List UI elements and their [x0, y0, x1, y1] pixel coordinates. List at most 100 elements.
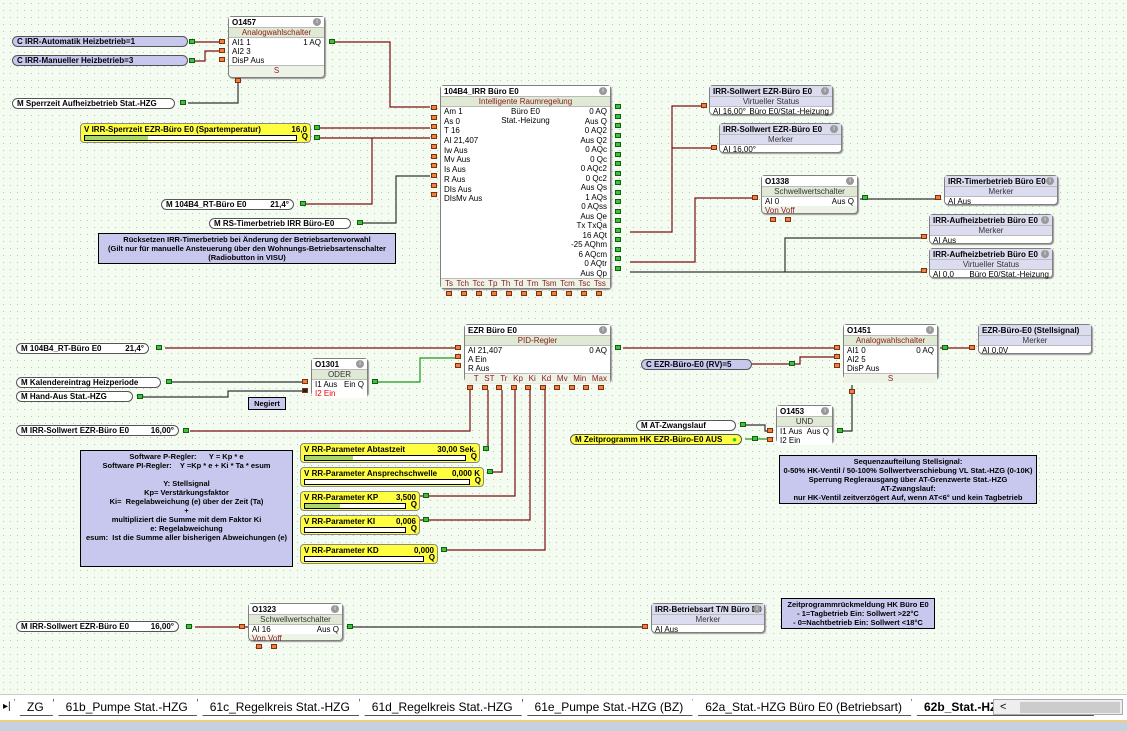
output-pin[interactable] — [314, 135, 320, 140]
scroll-left-icon[interactable]: < — [1000, 701, 1007, 713]
marker-zeitprogramm[interactable]: M Zeitprogramm HK EZR-Büro-E0 AUS● — [570, 434, 742, 445]
marker-rs-timerbetrieb[interactable]: M RS-Timerbetrieb IRR Büro-E0 — [209, 218, 351, 229]
param-pin[interactable] — [467, 385, 473, 390]
marker-hand-aus[interactable]: M Hand-Aus Stat.-HZG — [16, 391, 133, 402]
output-pin[interactable] — [300, 201, 306, 206]
param-pin[interactable] — [461, 291, 467, 296]
output-pin[interactable] — [942, 345, 948, 350]
input-pin[interactable] — [921, 268, 927, 273]
output-pin[interactable] — [615, 199, 621, 204]
param-pin[interactable] — [521, 291, 527, 296]
info-icon[interactable]: i — [331, 605, 339, 613]
input-pin[interactable] — [431, 163, 437, 169]
param-pin[interactable] — [446, 291, 452, 296]
output-pin[interactable] — [615, 189, 621, 195]
param-pin[interactable] — [510, 385, 517, 390]
input-pin[interactable] — [701, 103, 707, 108]
output-pin[interactable] — [615, 265, 621, 271]
output-pin[interactable] — [329, 39, 335, 44]
output-pin[interactable] — [615, 161, 621, 166]
input-pin[interactable] — [455, 363, 461, 368]
input-pin[interactable] — [969, 345, 975, 350]
output-pin[interactable] — [615, 123, 621, 128]
sheet-tab[interactable]: 61b_Pumpe Stat.-HZG — [53, 699, 203, 716]
info-icon[interactable]: i — [1046, 177, 1054, 185]
info-icon[interactable]: i — [313, 18, 321, 26]
input-pin[interactable] — [834, 354, 840, 359]
info-icon[interactable]: i — [599, 87, 607, 95]
input-pin[interactable] — [752, 195, 758, 200]
output-pin[interactable] — [615, 132, 621, 138]
sheet-tab[interactable]: 61e_Pumpe Stat.-HZG (BZ) — [522, 699, 699, 716]
output-pin[interactable] — [183, 428, 189, 433]
input-pin[interactable] — [431, 182, 437, 188]
info-icon[interactable]: i — [821, 87, 829, 95]
input-pin[interactable] — [455, 354, 461, 359]
input-pin[interactable] — [455, 345, 461, 350]
param-pin[interactable] — [596, 291, 602, 296]
input-pin[interactable] — [219, 48, 225, 53]
info-icon[interactable]: i — [753, 605, 761, 613]
output-pin[interactable] — [314, 125, 320, 130]
marker-kalendereintrag[interactable]: M Kalendereintrag Heizperiode — [16, 377, 161, 388]
input-pin[interactable] — [431, 153, 437, 159]
input-pin[interactable] — [431, 134, 437, 140]
constant-irr-automatik[interactable]: C IRR-Automatik Heizbetrieb=1 — [12, 36, 188, 47]
input-pin[interactable] — [642, 624, 648, 629]
param-pin[interactable] — [551, 291, 557, 296]
merker-irr-sollwert[interactable]: IRR-Sollwert EZR-Büro E0 i Merker AI 16,… — [719, 123, 842, 154]
input-pin[interactable] — [431, 143, 437, 149]
param-pin[interactable] — [785, 217, 791, 222]
output-pin[interactable] — [441, 547, 447, 552]
output-pin[interactable] — [180, 100, 186, 105]
output-pin[interactable] — [487, 469, 493, 474]
param-pin[interactable] — [849, 389, 855, 394]
output-pin[interactable] — [423, 517, 429, 522]
info-icon[interactable]: i — [846, 177, 854, 185]
output-pin[interactable] — [615, 218, 621, 223]
param-pin[interactable] — [597, 385, 604, 390]
output-pin[interactable] — [789, 361, 795, 366]
param-pin[interactable] — [491, 291, 497, 296]
param-pin[interactable] — [256, 644, 262, 649]
info-icon[interactable]: i — [821, 407, 829, 415]
input-pin[interactable] — [935, 195, 941, 200]
output-pin[interactable] — [615, 170, 621, 176]
tab-nav-last-icon[interactable]: ▸| — [3, 701, 11, 712]
output-pin[interactable] — [615, 208, 621, 214]
param-pin[interactable] — [583, 385, 589, 390]
horizontal-scrollbar[interactable]: < — [993, 699, 1123, 715]
input-pin[interactable] — [431, 114, 437, 120]
output-pin[interactable] — [166, 379, 172, 384]
input-pin[interactable] — [767, 437, 773, 442]
output-pin[interactable] — [186, 624, 192, 629]
param-pin[interactable] — [476, 291, 482, 296]
input-pin[interactable] — [219, 39, 225, 44]
input-pin[interactable] — [239, 624, 245, 629]
param-pin[interactable] — [566, 291, 572, 296]
irr-room-control-block[interactable]: 104B4_IRR Büro E0 i Intelligente Raumreg… — [440, 85, 611, 289]
info-icon[interactable]: i — [1041, 216, 1049, 224]
output-pin[interactable] — [137, 394, 143, 399]
output-pin[interactable] — [615, 246, 621, 252]
constant-irr-manuell[interactable]: C IRR-Manueller Heizbetrieb=3 — [12, 55, 188, 66]
output-pin[interactable] — [156, 345, 162, 350]
sheet-tab[interactable]: 62a_Stat.-HZG Büro E0 (Betriebsart) — [692, 699, 917, 716]
param-pin[interactable] — [525, 385, 531, 390]
input-pin[interactable] — [711, 145, 717, 150]
param-pin[interactable] — [568, 385, 575, 390]
